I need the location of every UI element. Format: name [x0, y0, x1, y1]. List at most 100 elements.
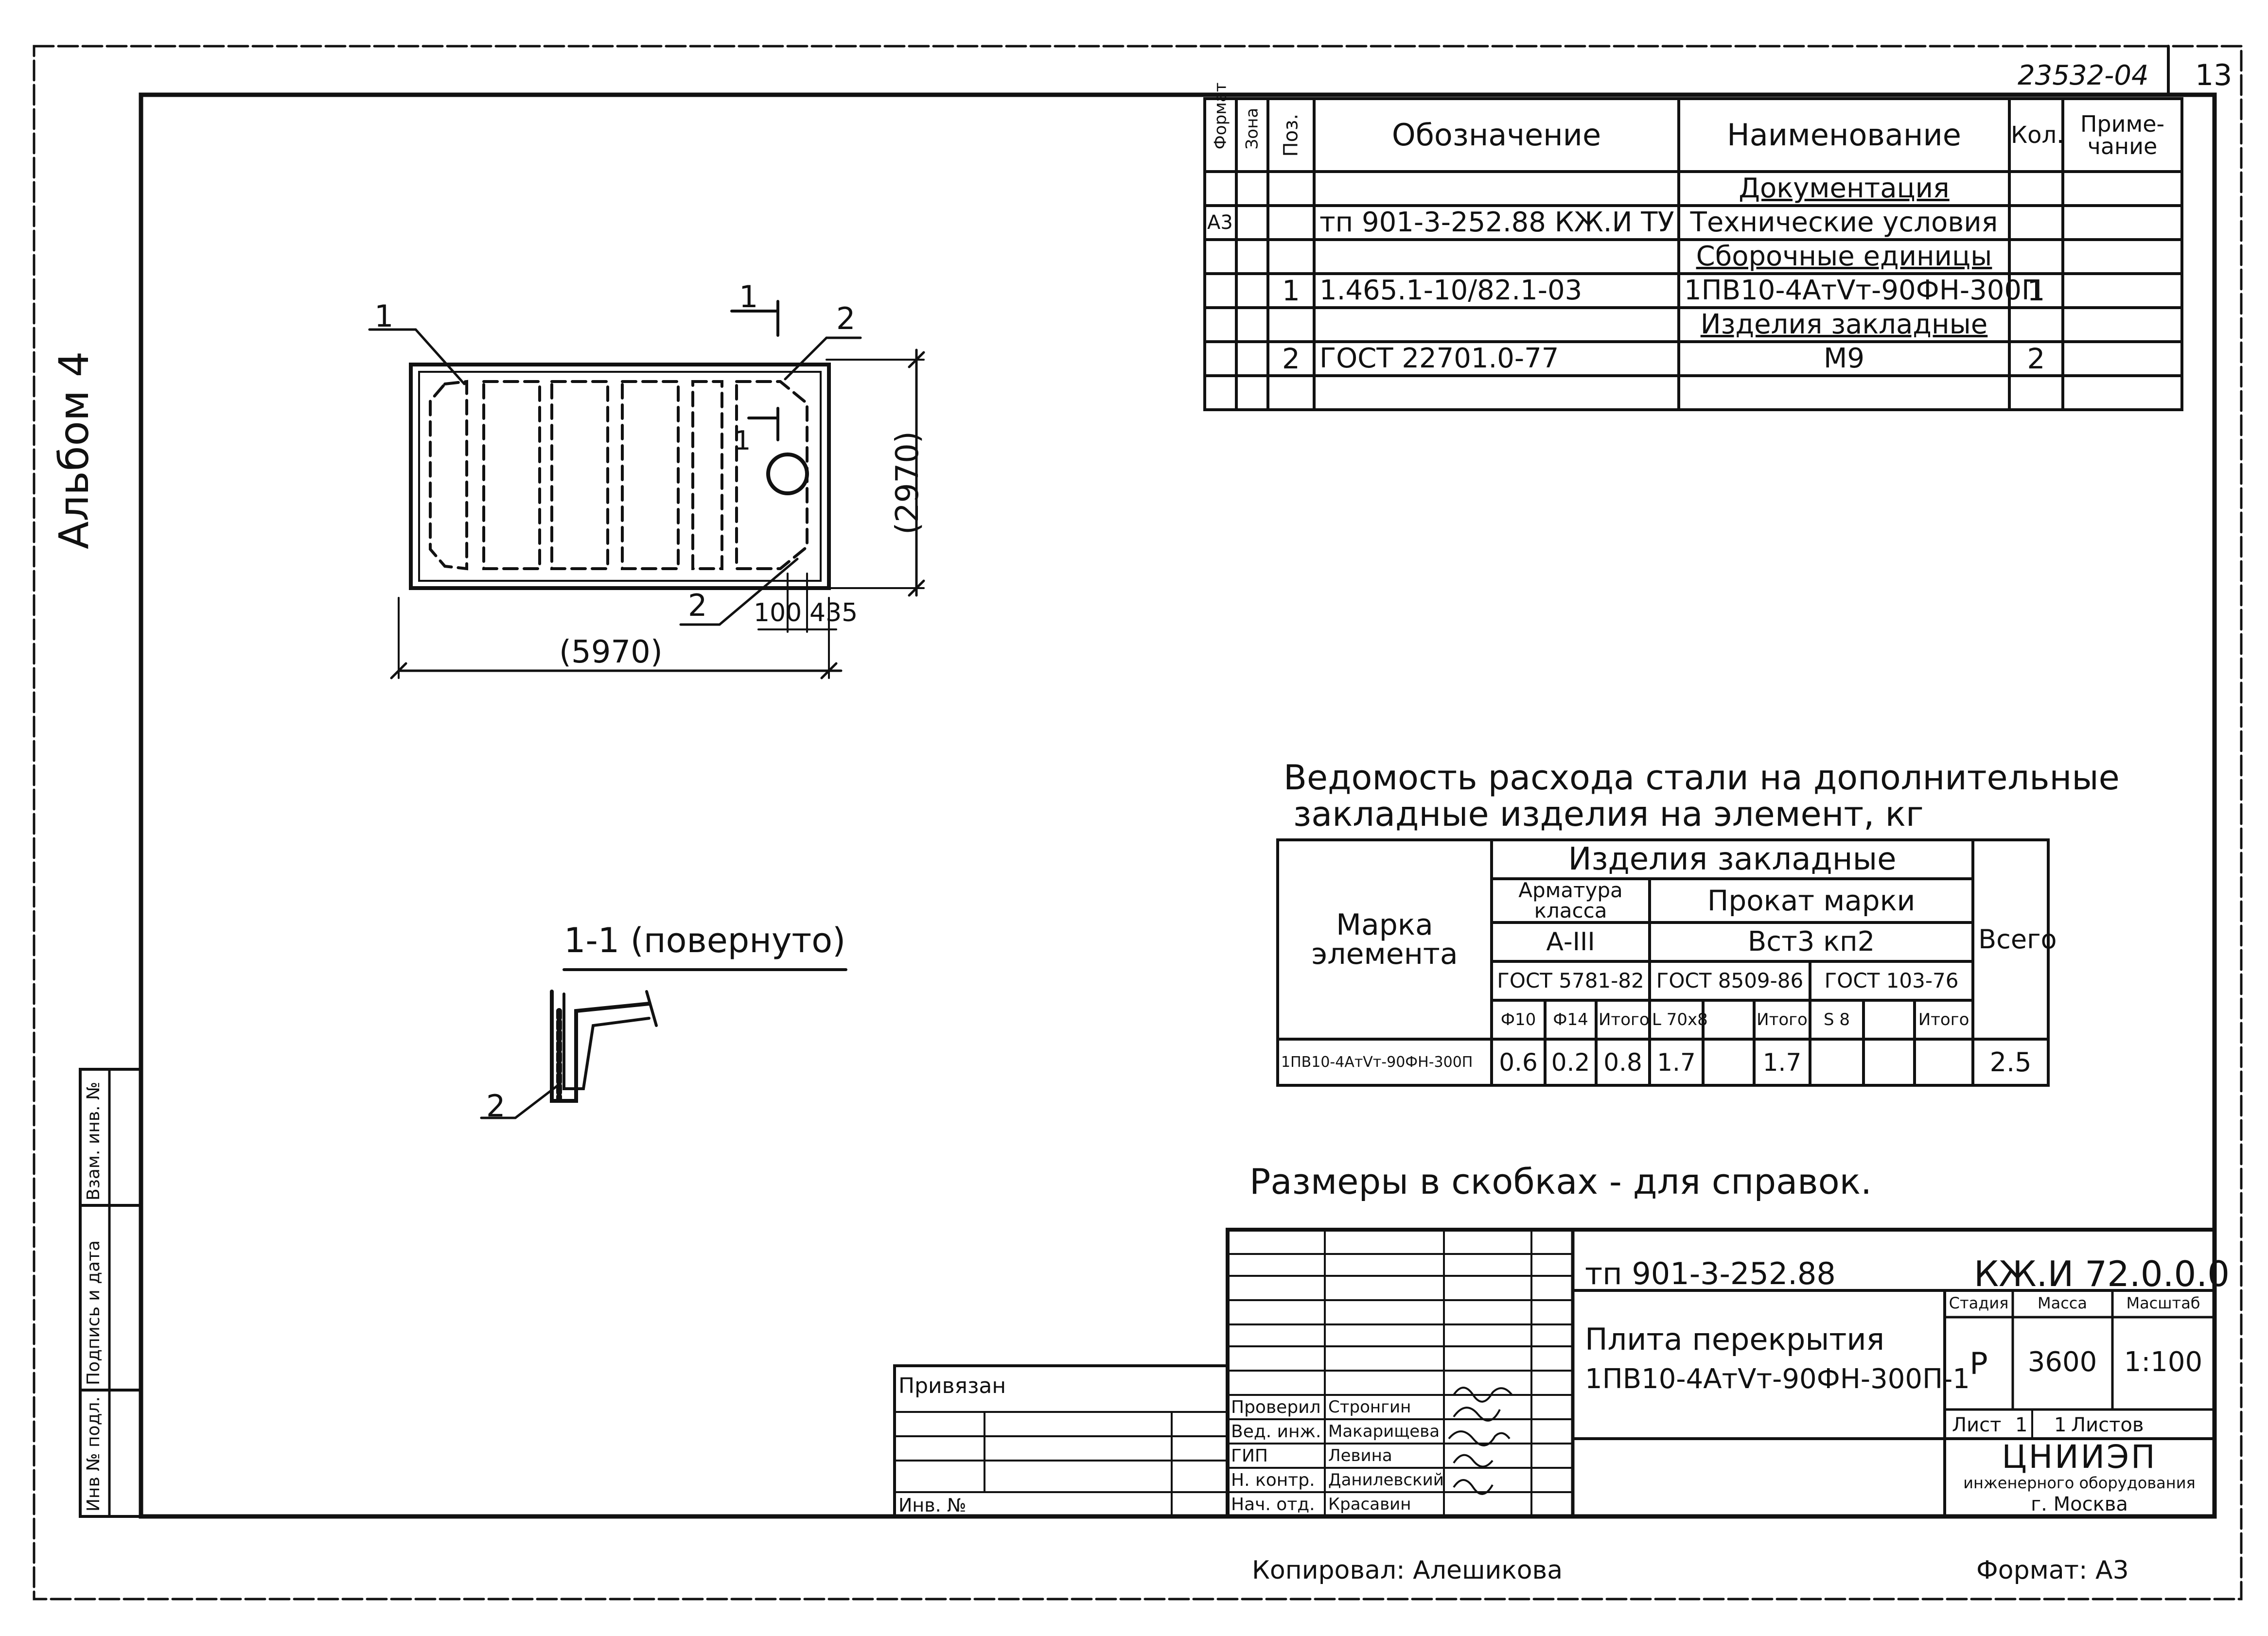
- footer-format: Формат: А3: [1976, 1556, 2129, 1585]
- spec-cell-zone: [1235, 204, 1269, 241]
- spec-cell-pos: 1: [1266, 272, 1316, 309]
- tb-title-2: 1ПВ10-4АтVт-90ФН-300П-1: [1585, 1363, 1970, 1395]
- tb-scale-h: Масштаб: [2126, 1294, 2200, 1312]
- section-view: [480, 968, 847, 1119]
- steel-sub-8: Итого: [1913, 999, 1975, 1041]
- tb-name: Стронгин: [1328, 1397, 1411, 1417]
- steel-row-total: 2.5: [1971, 1038, 2050, 1087]
- spec-cell-designation: [1313, 238, 1680, 275]
- steel-h-vst: Вст3 кп2: [1648, 921, 1975, 963]
- tb-role: Нач. отд.: [1231, 1495, 1315, 1514]
- steel-sub-3: L 70х8: [1648, 999, 1708, 1041]
- dim-435: 435: [809, 598, 858, 627]
- tb-title-1: Плита перекрытия: [1585, 1322, 1885, 1357]
- spec-cell-note: [2061, 238, 2183, 275]
- spec-cell-designation: [1313, 170, 1680, 207]
- steel-row-value: [1862, 1038, 1916, 1087]
- hdr-pos: Поз.: [1266, 97, 1316, 173]
- steel-h-gost1: ГОСТ 5781-82: [1490, 960, 1651, 1002]
- sheet-number: 13: [2195, 58, 2233, 92]
- hdr-name: Наименование: [1677, 97, 2011, 173]
- section-callout-2: 2: [486, 1088, 506, 1124]
- tb-name: Данилевский: [1328, 1470, 1444, 1490]
- steel-row-value: 0.2: [1544, 1038, 1598, 1087]
- spec-cell-pos: 2: [1266, 340, 1316, 377]
- spec-cell-pos: [1266, 170, 1316, 207]
- tb-sheets-label: Листов: [2071, 1414, 2144, 1436]
- steel-row-value: 0.8: [1595, 1038, 1651, 1087]
- spec-cell-format: [1203, 374, 1238, 411]
- tb-org-1: ЦНИИЭП: [2002, 1438, 2157, 1476]
- spec-cell-format: [1203, 306, 1238, 343]
- steel-sub-2: Итого: [1595, 999, 1651, 1041]
- tb-inv-label: Инв. №: [898, 1495, 967, 1516]
- dim-100: 100: [754, 598, 802, 627]
- spec-cell-designation: тп 901-3-252.88 КЖ.И ТУ: [1313, 204, 1680, 241]
- spec-row: [1203, 374, 2183, 411]
- tb-role: Вед. инж.: [1231, 1422, 1321, 1442]
- tb-mass: 3600: [2027, 1346, 2097, 1378]
- steel-sub-5: Итого: [1753, 999, 1811, 1041]
- steel-h-a3: А-III: [1490, 921, 1651, 963]
- hdr-format: Формат: [1203, 83, 1238, 173]
- spec-cell-name: [1677, 374, 2011, 411]
- steel-h-gost2: ГОСТ 8509-86: [1648, 960, 1811, 1002]
- steel-table: Марка элемента Изделия закладные Всего А…: [1276, 838, 2057, 1087]
- spec-cell-name: Технические условия: [1677, 204, 2011, 241]
- spec-cell-pos: [1266, 306, 1316, 343]
- spec-cell-note: [2061, 306, 2183, 343]
- plan-callout-2b: 2: [688, 588, 707, 623]
- side-stamp-sign: Подпись и дата: [84, 1240, 104, 1385]
- steel-row-value: [1702, 1038, 1756, 1087]
- tb-project: тп 901-3-252.88: [1585, 1256, 1836, 1291]
- spec-cell-name: Сборочные единицы: [1677, 238, 2011, 275]
- steel-sub-0: Ф10: [1490, 999, 1547, 1041]
- steel-row-mark: 1ПВ10-4АтVт-90ФН-300П: [1276, 1038, 1493, 1087]
- reference-note: Размеры в скобках - для справок.: [1249, 1161, 1872, 1202]
- hdr-qty: Кол.: [2008, 97, 2064, 173]
- tb-role: Проверил: [1231, 1397, 1321, 1417]
- spec-cell-note: [2061, 170, 2183, 207]
- side-stamp-inv: Инв № подл.: [84, 1396, 104, 1512]
- spec-row: Документация: [1203, 170, 2183, 207]
- spec-cell-format: [1203, 170, 1238, 207]
- spec-cell-note: [2061, 340, 2183, 377]
- tb-name: Левина: [1328, 1446, 1392, 1465]
- tb-sheet-label: Лист: [1952, 1414, 2002, 1436]
- tb-sheet-value: 1: [2015, 1414, 2028, 1436]
- spec-cell-name: Документация: [1677, 170, 2011, 207]
- spec-cell-qty: [2008, 170, 2064, 207]
- doc-number: 23532-04: [2018, 60, 2149, 91]
- steel-h-total: Всего: [1971, 838, 2057, 1041]
- spec-cell-designation: [1313, 306, 1680, 343]
- steel-sub-1: Ф14: [1544, 999, 1598, 1041]
- spec-cell-zone: [1235, 374, 1269, 411]
- tb-name: Макарищева: [1328, 1422, 1440, 1441]
- tb-org-3: г. Москва: [2031, 1493, 2128, 1515]
- section-mark-mid: 1: [734, 425, 751, 456]
- spec-cell-pos: [1266, 238, 1316, 275]
- steel-sub-4: [1702, 999, 1756, 1041]
- steel-title-1: Ведомость расхода стали на дополнительны…: [1283, 758, 2120, 798]
- steel-h-rebar: Арматура класса: [1490, 877, 1651, 924]
- steel-row-value: [1809, 1038, 1865, 1087]
- tb-stage: Р: [1969, 1346, 1988, 1381]
- spec-cell-name: Изделия закладные: [1677, 306, 2011, 343]
- spec-cell-pos: [1266, 374, 1316, 411]
- spec-cell-qty: 1: [2008, 272, 2064, 309]
- steel-h-items: Изделия закладные: [1490, 838, 1975, 880]
- spec-cell-zone: [1235, 238, 1269, 275]
- hdr-note: Приме-чание: [2061, 97, 2183, 173]
- section-mark-top: 1: [739, 279, 758, 314]
- spec-cell-designation: ГОСТ 22701.0-77: [1313, 340, 1680, 377]
- specification-table: Формат Зона Поз. Обозначение Наименовани…: [1203, 83, 2183, 411]
- spec-cell-name: 1ПВ10-4АтVт-90ФН-300П: [1677, 272, 2042, 309]
- spec-cell-format: А3: [1203, 204, 1238, 241]
- steel-row-value: 1.7: [1753, 1038, 1811, 1087]
- spec-cell-zone: [1235, 272, 1269, 309]
- album-label: Альбом 4: [50, 351, 98, 549]
- tb-role: Н. контр.: [1231, 1470, 1315, 1490]
- steel-h-gost3: ГОСТ 103-76: [1808, 960, 1975, 1002]
- hdr-designation: Обозначение: [1313, 97, 1680, 173]
